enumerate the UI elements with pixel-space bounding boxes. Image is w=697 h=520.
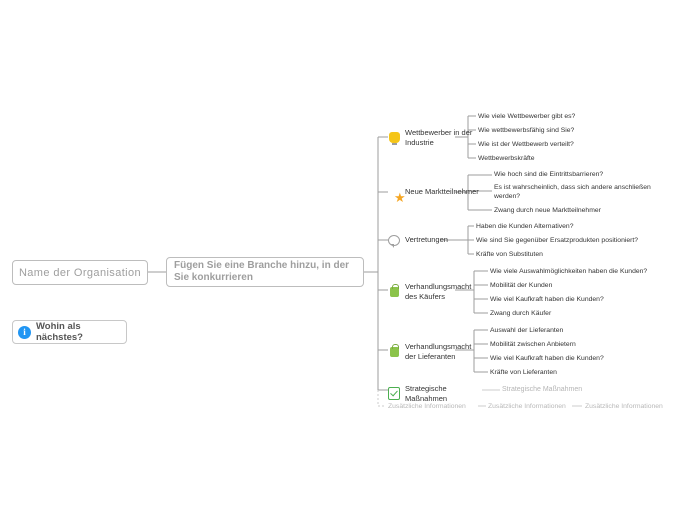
leaf-item[interactable]: Wettbewerbskräfte [478,155,535,162]
leaf-item[interactable]: Wie viele Auswahlmöglichkeiten haben die… [490,268,648,275]
branch-node-label: Fügen Sie eine Branche hinzu, in der Sie… [174,259,350,284]
leaf-item[interactable]: Wie sind Sie gegenüber Ersatzprodukten p… [476,237,639,244]
footer-item[interactable]: Zusätzliche Informationen [388,403,466,410]
topic-label: Strategische Maßnahmen [405,384,448,403]
checkbox-checked-icon [388,387,400,401]
leaf-item[interactable]: Mobilität zwischen Anbietern [490,341,576,348]
leaf-item[interactable]: Wie wettbewerbsfähig sind Sie? [478,127,575,134]
topic-verhandlungsmacht-des-kaeufers[interactable]: Verhandlungsmacht des Käufers [388,282,483,302]
leaf-item[interactable]: Zwang durch neue Marktteilnehmer [494,207,601,214]
measures-placeholder[interactable]: Strategische Maßnahmen [502,386,583,393]
info-icon: i [18,325,31,339]
leaf-item[interactable]: Kräfte von Lieferanten [490,369,557,376]
topic-strategische-massnahmen[interactable]: Strategische Maßnahmen [388,384,483,404]
next-step-hint-node[interactable]: i Wohin als nächstes? [12,320,127,344]
next-step-hint-label: Wohin als nächstes? [36,321,83,343]
topic-label: Verhandlungsmacht der Lieferanten [405,342,472,361]
speech-bubble-icon [388,234,400,248]
leaf-item[interactable]: Wie viel Kaufkraft haben die Kunden? [490,296,604,303]
leaf-item[interactable]: Wie viel Kaufkraft haben die Kunden? [490,355,604,362]
star-icon: ★ [394,190,406,205]
leaf-item[interactable]: Wie hoch sind die Eintrittsbarrieren? [494,171,604,178]
branch-node[interactable]: Fügen Sie eine Branche hinzu, in der Sie… [166,257,364,287]
leaf-item[interactable]: Es ist wahrscheinlich, dass sich andere … [494,184,651,201]
topic-vertretungen[interactable]: Vertretungen [388,234,458,248]
leaf-item[interactable]: Mobilität der Kunden [490,282,553,289]
leaf-item[interactable]: Kräfte von Substituten [476,251,543,258]
topic-label: Neue Marktteilnehmer [405,187,479,197]
shopping-bag-icon [388,343,400,358]
shopping-bag-icon [388,283,400,298]
footer-item[interactable]: Zusätzliche Informationen [585,403,663,410]
topic-label: Verhandlungsmacht des Käufers [405,282,472,301]
topic-label: Vertretungen [405,235,448,245]
topic-verhandlungsmacht-der-lieferanten[interactable]: Verhandlungsmacht der Lieferanten [388,342,483,362]
topic-wettbewerber-in-der-industrie[interactable]: Wettbewerber in der Industrie [388,128,483,148]
lightbulb-icon [388,132,400,146]
topic-label: Wettbewerber in der Industrie [405,128,473,147]
footer-item[interactable]: Zusätzliche Informationen [488,403,566,410]
root-node-label: Name der Organisation [18,266,142,279]
topic-neue-marktteilnehmer[interactable]: ★ Neue Marktteilnehmer [388,186,483,205]
leaf-item[interactable]: Wie viele Wettbewerber gibt es? [478,113,576,120]
leaf-item[interactable]: Auswahl der Lieferanten [490,327,564,334]
leaf-item[interactable]: Zwang durch Käufer [490,310,552,317]
leaf-item[interactable]: Wie ist der Wettbewerb verteilt? [478,141,574,148]
root-node[interactable]: Name der Organisation [12,260,148,285]
leaf-item[interactable]: Haben die Kunden Alternativen? [476,223,574,230]
